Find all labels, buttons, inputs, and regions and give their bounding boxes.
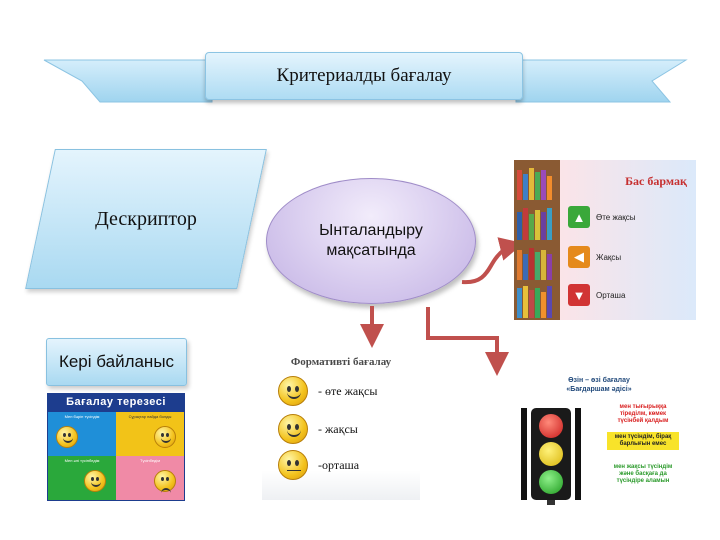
descriptor-label: Дескриптор (95, 207, 197, 230)
formative-item: - жақсы (278, 412, 358, 446)
grid-cell: Мен бәрін түсіндім (48, 412, 116, 456)
thumb-item: ▲ Өте жақсы (568, 206, 636, 228)
grid-title: Бағалау терезесі (66, 396, 166, 408)
grid-cell: Түсінбедім (116, 456, 184, 500)
traffic-panel-title: Өзін – өзі бағалау «Бағдаршам әдісі» (566, 377, 632, 393)
bookshelf-image (514, 160, 560, 320)
thumb-item: ▼ Орташа (568, 284, 625, 306)
page-title: Критериалды бағалау (205, 52, 523, 100)
thumb-side-icon: ◀ (568, 246, 590, 268)
thumbs-up-icon: ▲ (568, 206, 590, 228)
descriptor-shape: Дескриптор (25, 149, 267, 289)
grid-cell: Сұрақтар пайда болды (116, 412, 184, 456)
title-ribbon (43, 59, 688, 103)
smiley-icon (84, 470, 106, 492)
yellow-lamp (539, 442, 563, 466)
red-lamp (539, 414, 563, 438)
traffic-light-icon (521, 408, 581, 500)
traffic-message-yellow: мен түсіндім, бірақ барлығын емес (607, 432, 679, 450)
green-lamp (539, 470, 563, 494)
formative-title: Формативті бағалау (290, 356, 392, 368)
traffic-light-panel: Өзін – өзі бағалау «Бағдаршам әдісі» мен… (515, 372, 683, 505)
formative-assessment-panel: Формативті бағалау - өте жақсы - жақсы -… (262, 352, 420, 500)
thinking-smiley-icon (278, 450, 308, 480)
traffic-message-green: мен жақсы түсіндім және басқаға да түсін… (613, 464, 673, 484)
formative-item: -орташа (278, 448, 359, 482)
worried-smiley-icon (154, 470, 176, 492)
thumb-panel-title: Бас бармақ (625, 174, 687, 188)
smiley-thumbs-up-icon (278, 376, 308, 406)
arrow-to-traffic-panel (426, 307, 509, 376)
assessment-window-grid: Бағалау терезесі Мен бәрін түсіндім Сұра… (47, 393, 185, 501)
smiley-icon (278, 414, 308, 444)
smiley-icon (56, 426, 78, 448)
traffic-message-red: мен тығырыққа тіреділм, көмек түсінбей қ… (617, 404, 669, 424)
thumb-item: ◀ Жақсы (568, 246, 621, 268)
grid-cell: Мен әлі түсінбедім (48, 456, 116, 500)
glasses-smiley-icon (154, 426, 176, 448)
feedback-box: Кері байланыс (46, 338, 187, 386)
formative-item: - өте жақсы (278, 374, 377, 408)
thumbs-down-icon: ▼ (568, 284, 590, 306)
thumb-rating-panel: Бас бармақ ▲ Өте жақсы ◀ Жақсы ▼ Орташа (514, 160, 696, 320)
motivation-label: Ынталандыру мақсатында (319, 222, 423, 259)
motivation-ellipse: Ынталандыру мақсатында (266, 178, 476, 304)
arrow-to-thumb-panel (461, 237, 524, 285)
